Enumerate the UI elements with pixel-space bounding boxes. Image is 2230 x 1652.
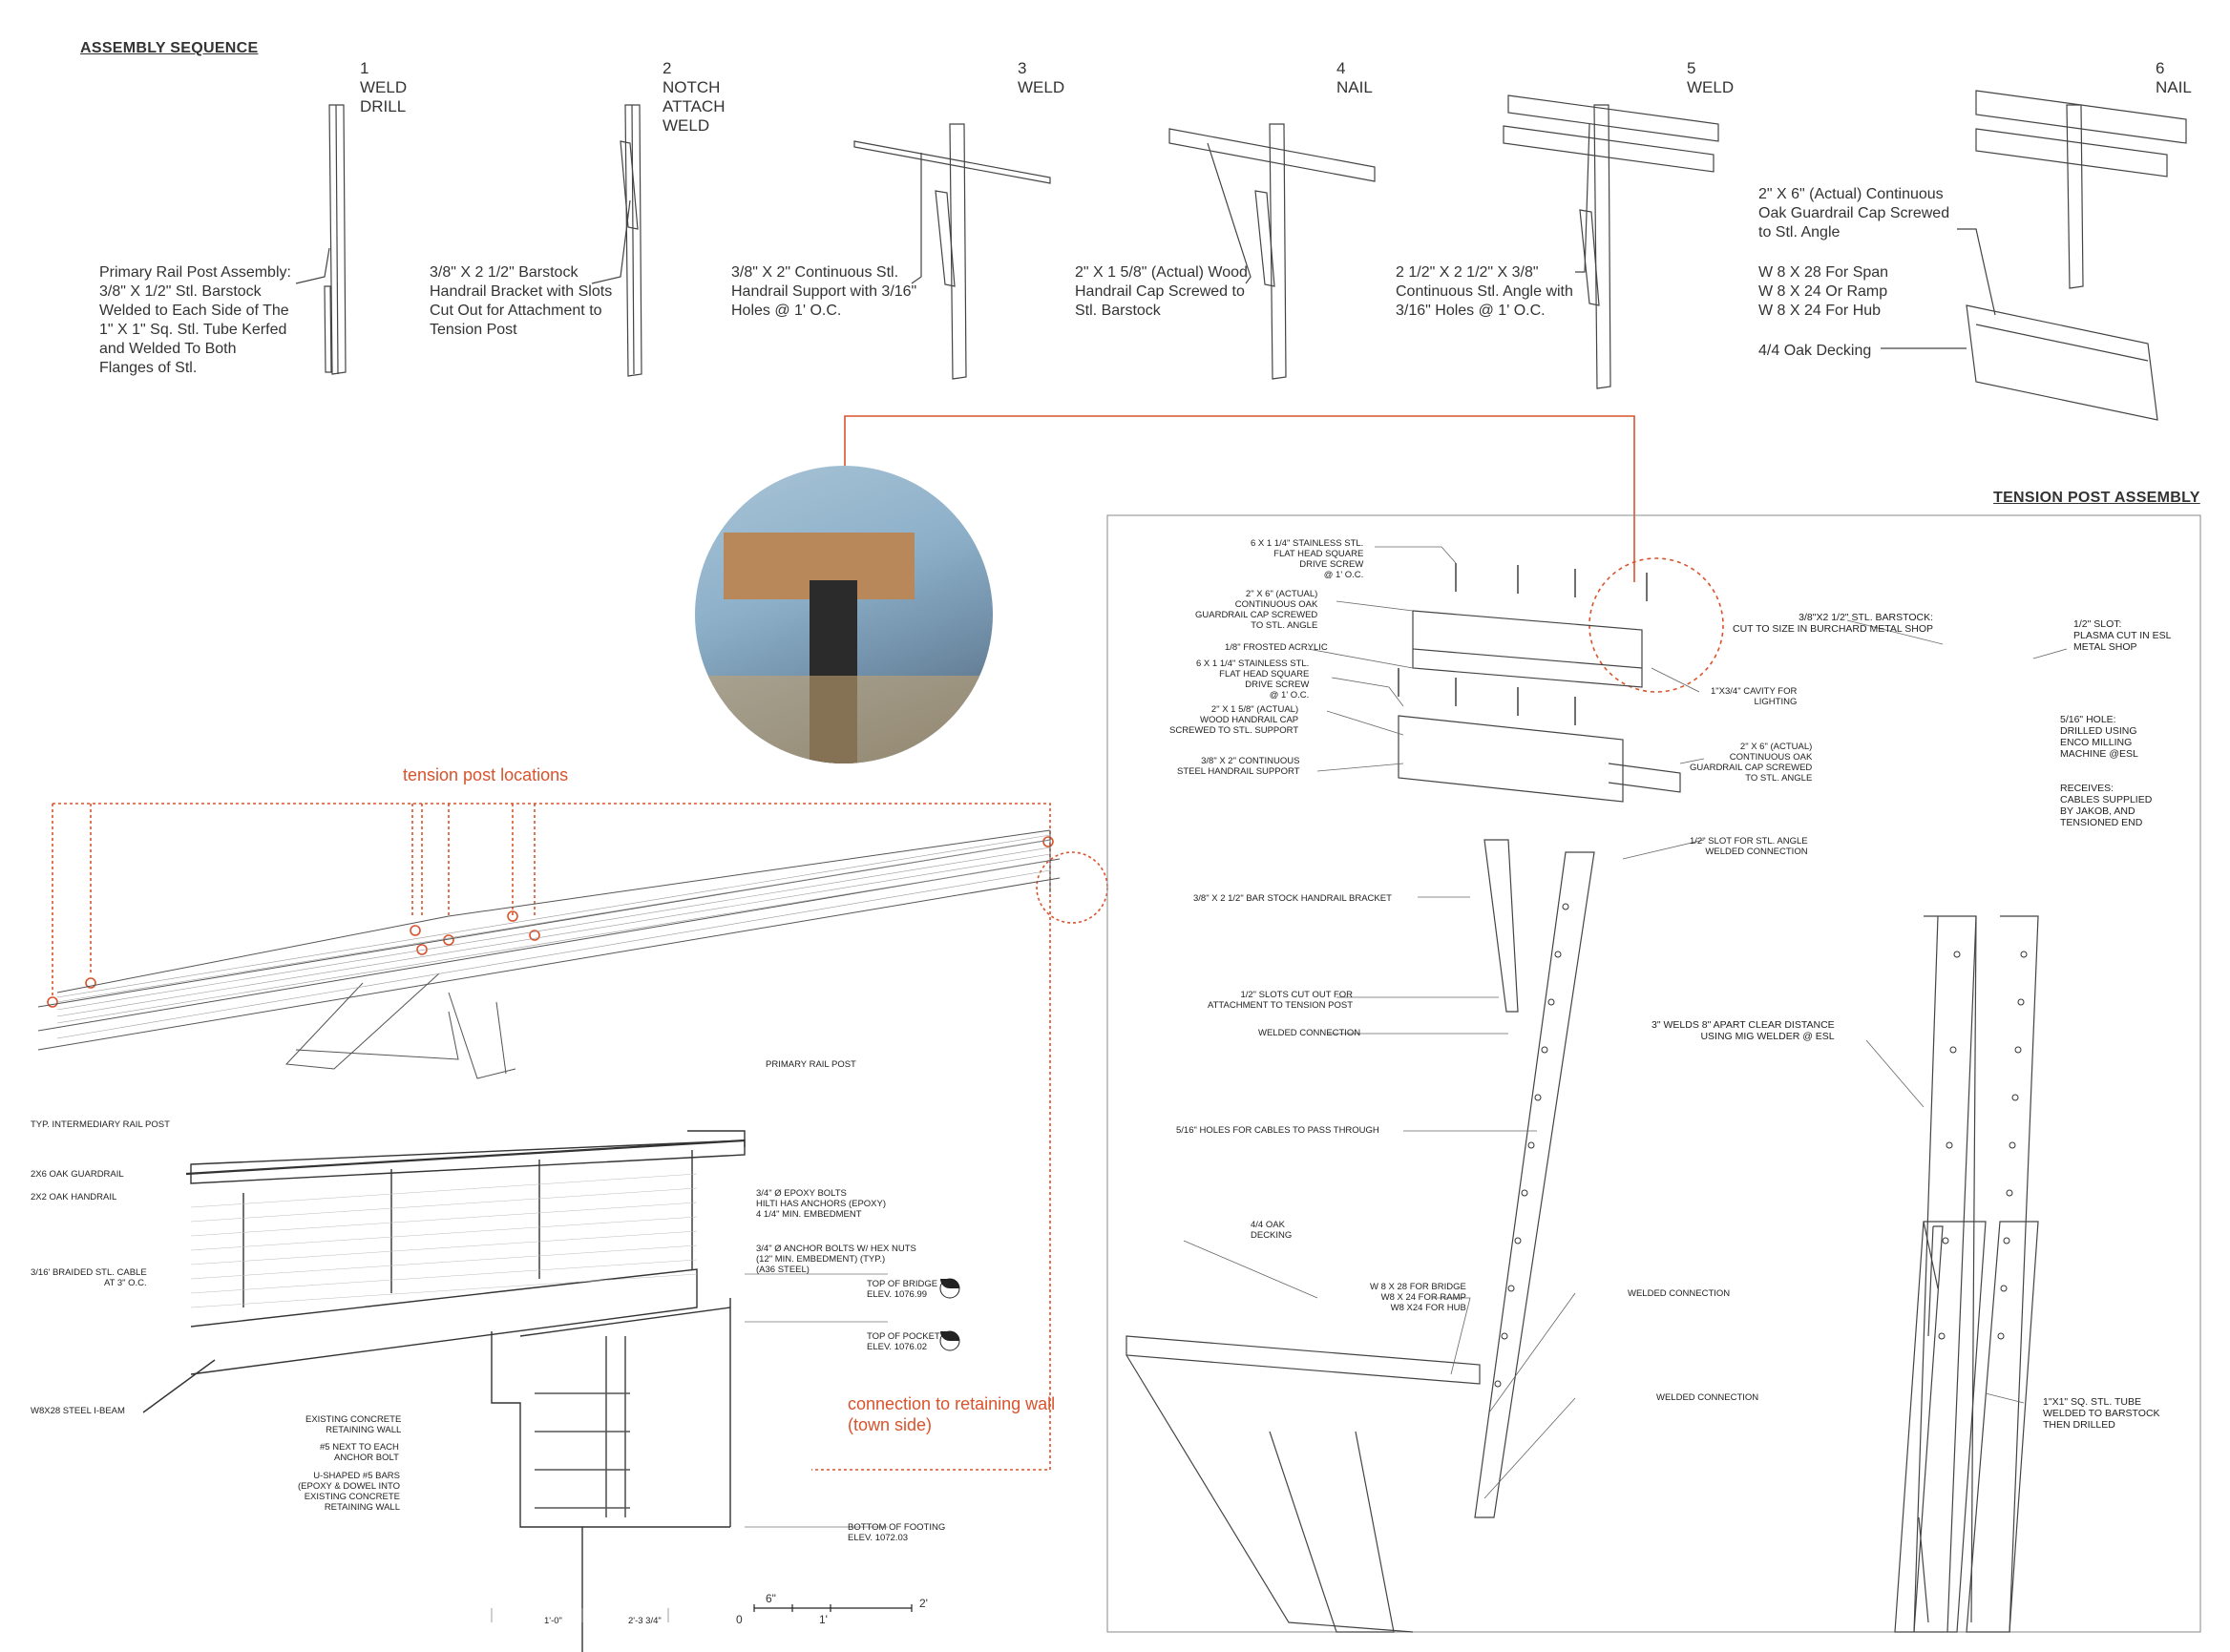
top-of-bridge-label: TOP OF BRIDGE ELEV. 1076.99 [867, 1279, 938, 1300]
step2-post [620, 104, 642, 377]
top-of-pocket-label: TOP OF POCKET ELEV. 1076.02 [867, 1331, 940, 1352]
barstock-label: 3/8"X2 1/2" STL. BARSTOCK: CUT TO SIZE I… [1733, 612, 1934, 635]
step4-assembly [1168, 123, 1376, 380]
dim2-label: 2'-3 3/4" [628, 1616, 662, 1626]
slot-label: 1/2" SLOT: PLASMA CUT IN ESL METAL SHOP [2073, 618, 2172, 653]
receives-label: RECEIVES: CABLES SUPPLIED BY JAKOB, AND … [2060, 783, 2153, 828]
cavity-label: 1"X3/4" CAVITY FOR LIGHTING [1711, 686, 1798, 707]
primary-rail-post-label: PRIMARY RAIL POST [766, 1059, 856, 1070]
step6-number: 6 [2156, 59, 2165, 77]
slots-label: 1/2" SLOTS CUT OUT FOR ATTACHMENT TO TEN… [1208, 990, 1354, 1011]
step6-beam-notes: W 8 X 28 For Span W 8 X 24 Or Ramp W 8 X… [1758, 264, 1889, 319]
bottom-footing-label: BOTTOM OF FOOTING ELEV. 1072.03 [848, 1522, 946, 1543]
scale-1: 1' [819, 1613, 828, 1626]
step6-action: NAIL [2156, 78, 2192, 96]
woodcap-label: 2" x 1 5/8" (ACTUAL) WOOD HANDRAIL CAP S… [1169, 704, 1299, 736]
detail-photo [695, 466, 993, 763]
assembly-sequence-heading: ASSEMBLY SEQUENCE [80, 40, 259, 56]
slot-angle-label: 1/2" SLOT FOR STL. ANGLE WELDED CONNECTI… [1690, 836, 1808, 857]
step5-action: WELD [1687, 78, 1735, 96]
step1-caption: Primary Rail Post Assembly: 3/8" X 1/2" … [99, 264, 291, 376]
ibeam-label: W8X28 STEEL I-BEAM [31, 1406, 125, 1416]
scale-6: 6" [766, 1592, 776, 1605]
step5-number: 5 [1687, 59, 1696, 77]
welded-label: WELDED CONNECTION [1258, 1028, 1361, 1038]
step2-number: 2 [663, 59, 672, 77]
screw2-label: 6 X 1 1/4" STAINLESS STL. FLAT HEAD SQUA… [1196, 659, 1310, 701]
hole-label: 5/16" HOLE: DRILLED USING ENCO MILLING M… [2060, 714, 2138, 760]
step6-caption: 2" X 6" (Actual) Continuous Oak Guardrai… [1758, 186, 1950, 240]
epoxy-bolts-label: 3/4" Ø EPOXY BOLTS HILTI HAS ANCHORS (EP… [756, 1188, 887, 1220]
step6-assembly [1966, 90, 2187, 421]
beams-label: W 8 X 28 FOR BRIDGE W8 X 24 FOR RAMP W8 … [1370, 1282, 1466, 1313]
step2-action: NOTCH ATTACH WELD [663, 78, 726, 135]
support-label: 3/8" X 2" CONTINUOUS STEEL HANDRAIL SUPP… [1177, 756, 1300, 777]
acrylic-label: 1/8" FROSTED ACRYLIC [1225, 642, 1328, 653]
step4-caption: 2" X 1 5/8" (Actual) Wood Handrail Cap S… [1075, 264, 1248, 319]
step1-action: WELD DRILL [360, 78, 408, 115]
intermediary-post-label: TYP. INTERMEDIARY RAIL POST [31, 1119, 170, 1130]
anchor-bolts-label: 3/4" Ø ANCHOR BOLTS W/ HEX NUTS (12" MIN… [756, 1244, 916, 1275]
bar5-label: #5 NEXT TO EACH ANCHOR BOLT [320, 1442, 399, 1463]
step3-assembly [853, 123, 1051, 380]
step1-post [324, 104, 347, 375]
guardrail-label: 2X6 OAK GUARDRAIL [31, 1169, 124, 1180]
decking-label: 4/4 OAK DECKING [1251, 1220, 1293, 1241]
welded2-label: WELDED CONNECTION [1628, 1288, 1731, 1299]
tension-post-locations-label: tension post locations [403, 765, 569, 784]
step3-action: WELD [1018, 78, 1065, 96]
bracket-label: 3/8" X 2 1/2" BAR STOCK HANDRAIL BRACKET [1193, 893, 1392, 904]
welds-label: 3" WELDS 8" APART CLEAR DISTANCE USING M… [1651, 1019, 1835, 1042]
step3-caption: 3/8" X 2" Continuous Stl. Handrail Suppo… [731, 264, 917, 319]
ushaped-label: U-SHAPED #5 BARS (EPOXY & DOWEL INTO EXI… [298, 1471, 400, 1513]
cap2-label: 2" x 6" (ACTUAL) CONTINUOUS OAK GUARDRAI… [1690, 742, 1813, 784]
tube-label: 1"X1" SQ. STL. TUBE WELDED TO BARSTOCK T… [2043, 1396, 2160, 1431]
step5-caption: 2 1/2" X 2 1/2" X 3/8" Continuous Stl. A… [1396, 264, 1573, 319]
scale-2: 2' [919, 1597, 928, 1610]
welded3-label: WELDED CONNECTION [1656, 1392, 1759, 1403]
existing-wall-label: EXISTING CONCRETE RETAINING WALL [305, 1414, 402, 1435]
step4-action: NAIL [1336, 78, 1373, 96]
holes-label: 5/16" HOLES FOR CABLES TO PASS THROUGH [1176, 1125, 1379, 1136]
screw1-label: 6 X 1 1/4" STAINLESS STL. FLAT HEAD SQUA… [1251, 538, 1364, 580]
step6-decking: 4/4 Oak Decking [1758, 343, 1872, 359]
cap1-label: 2" x 6" (ACTUAL) CONTINUOUS OAK GUARDRAI… [1195, 589, 1318, 631]
scale-0: 0 [736, 1613, 743, 1626]
step3-number: 3 [1018, 59, 1027, 77]
retaining-wall-section [142, 1130, 746, 1652]
handrail-label: 2x2 OAK HANDRAIL [31, 1192, 117, 1202]
connection-label: connection to retaining wall (town side) [848, 1394, 1056, 1434]
step4-number: 4 [1336, 59, 1346, 77]
step1-number: 1 [360, 59, 369, 77]
step5-assembly [1503, 94, 1719, 389]
step2-caption: 3/8" X 2 1/2" Barstock Handrail Bracket … [430, 264, 613, 338]
dim1-label: 1'-0" [544, 1616, 562, 1626]
tension-post-assembly-heading: TENSION POST ASSEMBLY [1993, 490, 2200, 506]
bridge-perspective [37, 829, 1061, 1079]
cable-label: 3/16' BRAIDED STL. CABLE AT 3" O.C. [31, 1267, 147, 1288]
